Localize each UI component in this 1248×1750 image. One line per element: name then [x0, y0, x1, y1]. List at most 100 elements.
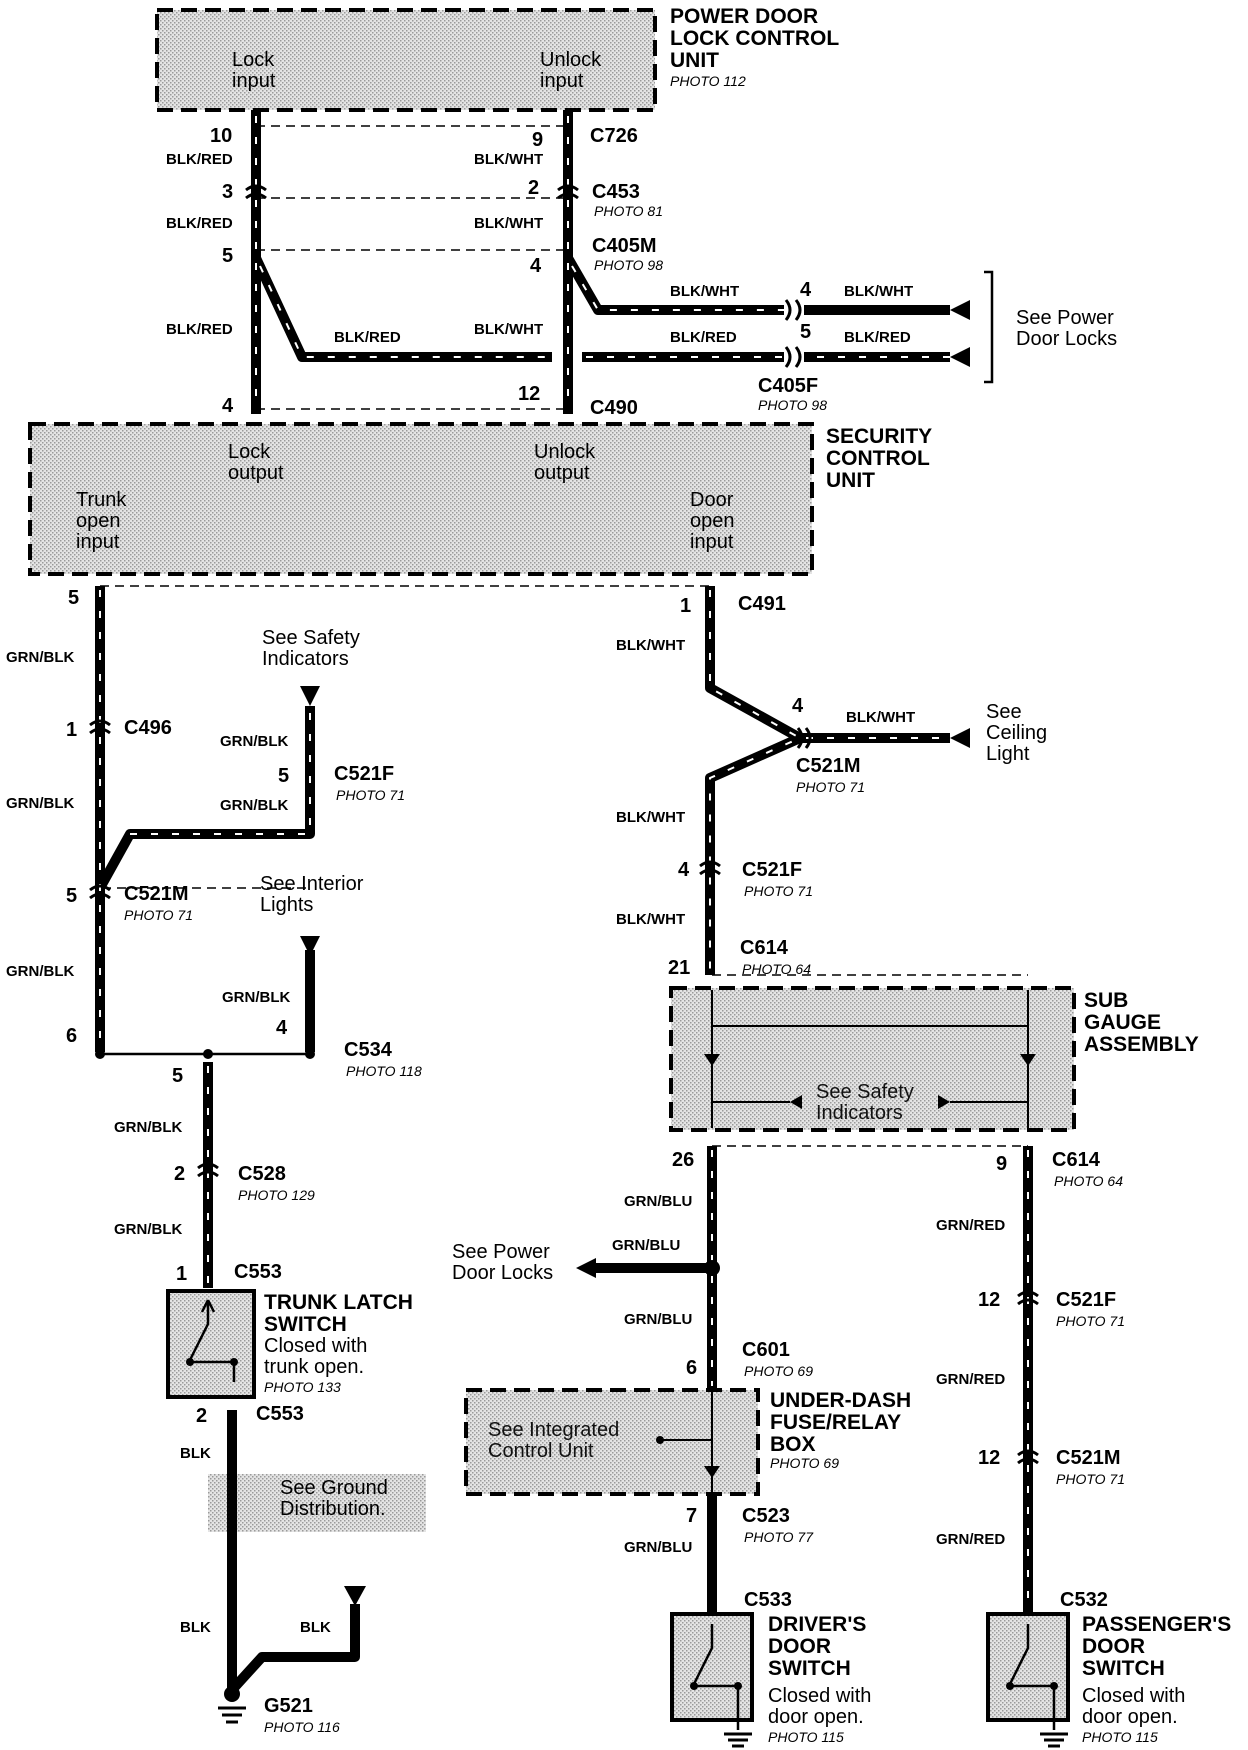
pdlcu-photo: PHOTO 112: [670, 73, 746, 89]
passenger-switch-photo: PHOTO 115: [1082, 1729, 1158, 1745]
driver-door-switch: [670, 1612, 754, 1730]
pin-12-c490: 12: [518, 383, 541, 405]
pin-4-c534: 4: [276, 1017, 288, 1039]
pin-2-c553: 2: [196, 1405, 208, 1427]
scu-title: SECURITY CONTROL UNIT: [826, 425, 933, 493]
c491-label: C491: [738, 593, 786, 615]
ref-power-door-locks-top: See Power Door Locks: [1016, 307, 1118, 350]
c614-top-photo: PHOTO 64: [742, 961, 811, 977]
wire-label-blk-red-3: BLK/RED: [166, 321, 233, 338]
g521-photo: PHOTO 116: [264, 1719, 340, 1735]
wire-label-grn-blk-3: GRN/BLK: [6, 795, 75, 812]
pin-5-c405m: 5: [222, 245, 234, 267]
g521-label: G521: [264, 1695, 313, 1717]
wire-label-grn-blk-6: GRN/BLK: [222, 989, 291, 1006]
c521m-left-photo: PHOTO 71: [124, 907, 193, 923]
wire-label-blk-red-5: BLK/RED: [670, 329, 737, 346]
wire-blk-red-branch: [251, 255, 552, 362]
pin-2-c528: 2: [174, 1163, 186, 1185]
pin-5-c405f: 5: [800, 321, 812, 343]
g521-ground-point: [224, 1686, 240, 1702]
wire-label-grn-blk-1: GRN/BLK: [6, 649, 75, 666]
c521f-left-label: C521F: [334, 763, 395, 785]
pdlcu-lock-input: Lock input: [232, 49, 276, 92]
wire-label-grn-blk-8: GRN/BLK: [114, 1221, 183, 1238]
arrow-sub-gauge-right: [938, 1095, 950, 1109]
c521m-mid-photo: PHOTO 71: [796, 779, 865, 795]
c534-splice-mid: [203, 1049, 213, 1059]
wire-label-blk-wht-8: BLK/WHT: [616, 809, 686, 826]
wire-highlight-door: [709, 590, 803, 970]
ground-distribution-reference-box: [208, 1474, 426, 1532]
pin-10: 10: [210, 125, 233, 147]
c521f-left-photo: PHOTO 71: [336, 787, 405, 803]
trunk-latch-switch: [166, 1289, 256, 1399]
power-door-lock-control-unit-box: [155, 8, 657, 112]
scu-lock-output: Lock output: [228, 441, 284, 484]
ground-symbol-g521: [218, 1706, 246, 1724]
c405f-connector-top: [784, 299, 802, 321]
c553-bottom-label: C553: [256, 1403, 304, 1425]
arrow-sub-gauge-left: [790, 1095, 802, 1109]
c521f-right-label: C521F: [1056, 1289, 1117, 1311]
wire-label-grn-blk-4: GRN/BLK: [220, 797, 289, 814]
wire-label-blk-wht-4: BLK/WHT: [670, 283, 740, 300]
c521m-right-photo: PHOTO 71: [1056, 1471, 1125, 1487]
pin-21-c614: 21: [668, 957, 691, 979]
c521m-mid-connector: [796, 727, 812, 749]
pin-4-c405f: 4: [800, 279, 812, 301]
pin-12-c521m-right: 12: [978, 1447, 1001, 1469]
c534-splice-right: [305, 1049, 315, 1059]
pin-5-c521m-left: 5: [66, 885, 78, 907]
driver-switch-title: DRIVER'S DOOR SWITCH: [768, 1613, 867, 1681]
wire-label-blk-wht-5: BLK/WHT: [844, 283, 914, 300]
c553-top-label: C553: [234, 1261, 282, 1283]
wire-label-grn-blk-2: GRN/BLK: [220, 733, 289, 750]
c614-right-photo: PHOTO 64: [1054, 1173, 1123, 1189]
scu-trunk-open-input: Trunk open input: [76, 489, 127, 553]
c614-right-label: C614: [1052, 1149, 1100, 1171]
wire-label-blk-wht-9: BLK/WHT: [616, 911, 686, 928]
c601-label: C601: [742, 1339, 790, 1361]
c496-label: C496: [124, 717, 172, 739]
scu-unlock-output: Unlock output: [534, 441, 596, 484]
pin-9: 9: [532, 129, 544, 151]
c405m-photo: PHOTO 98: [594, 257, 663, 273]
pin-1-scu: 1: [680, 595, 692, 617]
c528-connector: [197, 1162, 219, 1178]
wire-blk-ground: [227, 1410, 360, 1695]
c533-label: C533: [744, 1589, 792, 1611]
fuse-box-internal-wiring: [662, 1392, 713, 1492]
c453-photo: PHOTO 81: [594, 203, 663, 219]
pin-7-c523: 7: [686, 1505, 698, 1527]
sub-gauge-internal-wiring: [711, 990, 1029, 1128]
wire-label-blk-wht-7: BLK/WHT: [846, 709, 916, 726]
pin-1-c496: 1: [66, 719, 78, 741]
pin-2: 2: [528, 177, 540, 199]
c405f-connector-bottom: [784, 346, 802, 368]
passenger-switch-desc: Closed with door open.: [1082, 1685, 1186, 1728]
wire-label-blk-wht-1: BLK/WHT: [474, 151, 544, 168]
c521f-mid-photo: PHOTO 71: [744, 883, 813, 899]
c528-label: C528: [238, 1163, 286, 1185]
ref-interior-lights: See Interior Lights: [260, 873, 364, 916]
c496-connector: [89, 719, 111, 735]
fuse-box-terminal: [656, 1436, 664, 1444]
wire-label-grn-blk-5: GRN/BLK: [6, 963, 75, 980]
pin-6-c534: 6: [66, 1025, 78, 1047]
wire-label-blk-wht-2: BLK/WHT: [474, 215, 544, 232]
pin-4-c521m-mid: 4: [792, 695, 804, 717]
c521m-left-connector: [89, 884, 111, 900]
passenger-door-switch: [986, 1612, 1070, 1730]
pin-26-c614: 26: [672, 1149, 695, 1171]
pin-6-c601: 6: [686, 1357, 698, 1379]
pin-12-c521f-right: 12: [978, 1289, 1001, 1311]
wire-label-grn-blu-3: GRN/BLU: [624, 1311, 693, 1328]
fuse-box-title: UNDER-DASH FUSE/RELAY BOX: [770, 1389, 912, 1457]
c528-photo: PHOTO 129: [238, 1187, 315, 1203]
pin-5-c534: 5: [172, 1065, 184, 1087]
c534-splice-left: [95, 1049, 105, 1059]
c521f-right-photo: PHOTO 71: [1056, 1313, 1125, 1329]
ground-symbol-passenger: [1040, 1732, 1068, 1748]
c614-top-label: C614: [740, 937, 788, 959]
